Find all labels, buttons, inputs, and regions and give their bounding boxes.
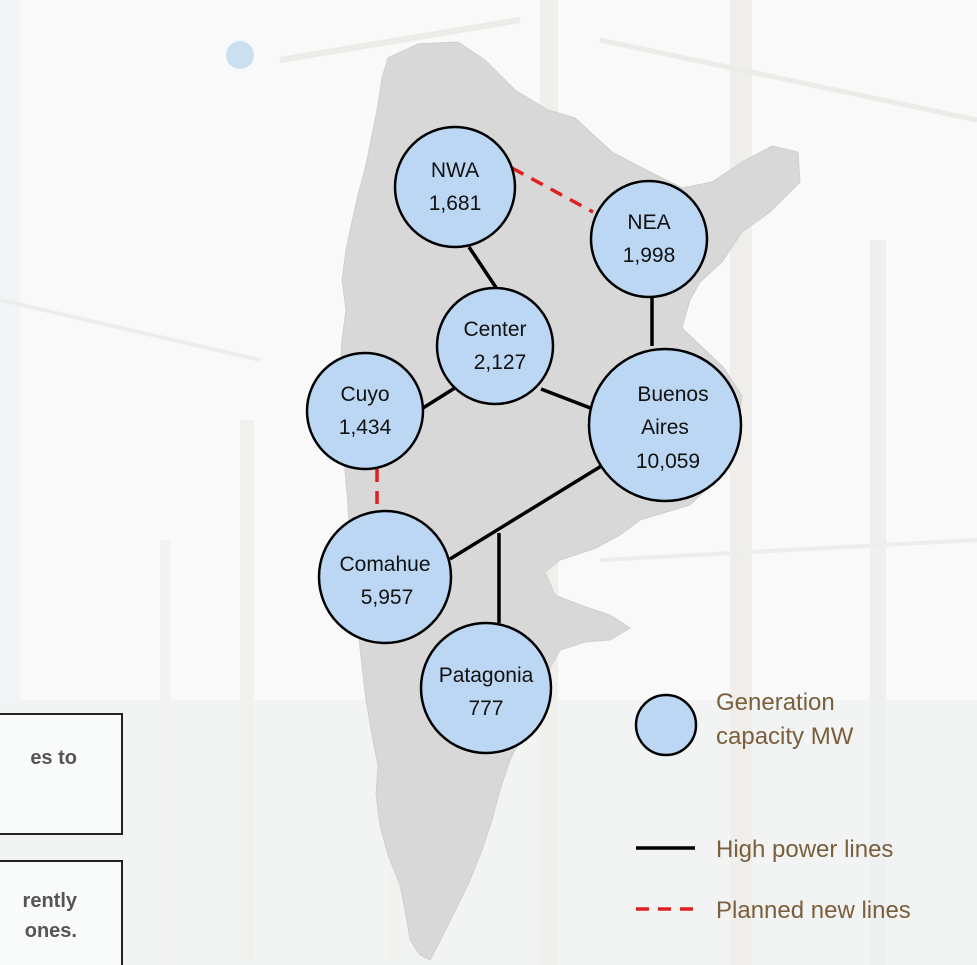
partial-text-box-2-line2: ones.: [24, 920, 77, 942]
legend-capacity-label-line1: Generation: [716, 689, 835, 716]
line-nwa-center: [467, 246, 499, 290]
node-patagonia-name: Patagonia: [439, 664, 534, 687]
node-center-value: 2,127: [474, 351, 527, 374]
node-buenos-aires-name-line2: Aires: [641, 416, 689, 439]
legend-capacity-label-line2: capacity MW: [716, 723, 854, 750]
node-buenos-aires-value: 10,059: [636, 450, 700, 473]
node-patagonia: Patagonia 777: [419, 621, 553, 755]
line-center-buenos-aires: [540, 387, 594, 411]
planned-line-nwa-nea: [511, 166, 594, 214]
node-nwa-name: NWA: [431, 159, 479, 182]
node-nea-value: 1,998: [623, 244, 676, 267]
partial-text-box-1: [0, 713, 123, 835]
partial-text-box-1-line1: es to: [30, 747, 77, 769]
node-center: Center 2,127: [435, 286, 555, 406]
line-buenos-aires-comahue: [449, 463, 604, 561]
node-patagonia-value: 777: [468, 697, 503, 720]
high-power-lines: [422, 246, 654, 623]
node-nea-name: NEA: [627, 211, 670, 234]
node-nea: NEA 1,998: [589, 179, 709, 299]
node-nwa: NWA 1,681: [393, 125, 517, 249]
legend-high-power-label: High power lines: [716, 836, 893, 863]
planned-new-lines: [375, 166, 594, 518]
line-center-cuyo: [422, 384, 459, 410]
legend: Generation capacity MW High power lines …: [634, 689, 911, 924]
node-center-name: Center: [463, 318, 526, 341]
legend-planned-label: Planned new lines: [716, 897, 911, 924]
partial-text-box-2-line1: rently: [22, 890, 77, 912]
node-cuyo-value: 1,434: [339, 416, 392, 439]
node-comahue-value: 5,957: [361, 586, 414, 609]
node-cuyo: Cuyo 1,434: [305, 351, 425, 471]
node-cuyo-name: Cuyo: [340, 383, 389, 406]
legend-capacity-circle: [634, 693, 698, 757]
node-nwa-value: 1,681: [429, 192, 482, 215]
node-buenos-aires: Buenos Aires 10,059: [587, 347, 743, 503]
node-comahue: Comahue 5,957: [317, 509, 453, 645]
node-buenos-aires-name-line1: Buenos: [637, 383, 708, 406]
partial-text-box-2: [0, 860, 123, 965]
node-comahue-name: Comahue: [339, 553, 430, 576]
